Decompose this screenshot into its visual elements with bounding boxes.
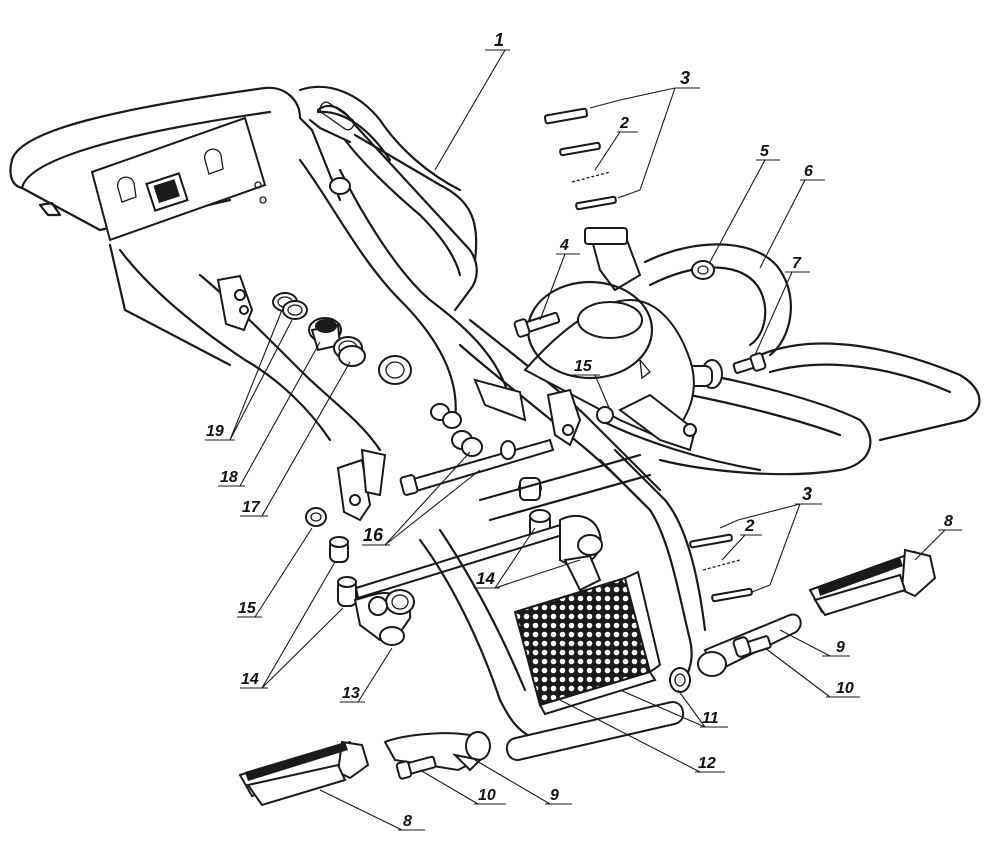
pin-9-left — [383, 731, 491, 772]
callout-labels: 1 2 3 4 5 6 7 15 19 18 17 16 15 14 14 13… — [206, 30, 953, 830]
callout-3-lower: 3 — [802, 484, 812, 504]
bolt-10-right — [732, 635, 772, 658]
callout-9-right: 9 — [836, 639, 845, 656]
footrest-bar — [354, 514, 603, 600]
callout-12: 12 — [698, 755, 716, 772]
callout-13: 13 — [342, 685, 360, 702]
callout-8-left: 8 — [403, 813, 412, 830]
callout-11: 11 — [702, 710, 719, 727]
callout-17: 17 — [242, 499, 261, 516]
callout-9-left: 9 — [550, 787, 559, 804]
leader-lines — [205, 49, 962, 831]
callout-8-right: 8 — [944, 513, 953, 530]
callout-5: 5 — [760, 143, 770, 160]
callout-19: 19 — [206, 423, 224, 440]
skid-plate-12 — [513, 570, 662, 716]
bearing-18 — [308, 317, 366, 367]
pin-kit-upper — [543, 107, 617, 211]
nut-15-lower — [305, 507, 327, 527]
rear-guard-frame — [598, 243, 981, 476]
callout-15-upper: 15 — [574, 358, 593, 375]
rear-bracket — [523, 227, 697, 452]
swingarm-brackets — [216, 274, 582, 522]
callout-18: 18 — [220, 469, 238, 486]
bolt-4 — [513, 311, 561, 338]
rack-plate — [90, 116, 267, 242]
callout-2-lower: 2 — [744, 516, 755, 535]
callout-15-lower: 15 — [238, 600, 257, 617]
callout-3-upper: 3 — [680, 68, 690, 88]
bushings-19 — [272, 292, 308, 320]
callout-16: 16 — [363, 525, 384, 545]
callout-1: 1 — [494, 30, 504, 50]
bracket-13 — [353, 589, 415, 646]
rear-rack — [9, 85, 462, 232]
callout-7: 7 — [792, 255, 802, 272]
small-bushings — [430, 403, 483, 457]
callout-2-upper: 2 — [619, 115, 629, 132]
callout-6: 6 — [804, 163, 813, 180]
pin-kit-lower — [689, 533, 753, 603]
footpeg-8-right — [808, 548, 937, 617]
footpeg-8-left — [238, 740, 370, 807]
callout-4: 4 — [559, 237, 569, 254]
callout-10-left: 10 — [478, 787, 496, 804]
callout-14-middle: 14 — [476, 569, 495, 588]
callout-10-right: 10 — [836, 680, 854, 697]
lower-frame — [418, 448, 707, 761]
nut-7 — [732, 352, 767, 374]
callout-14-lower: 14 — [241, 671, 259, 688]
